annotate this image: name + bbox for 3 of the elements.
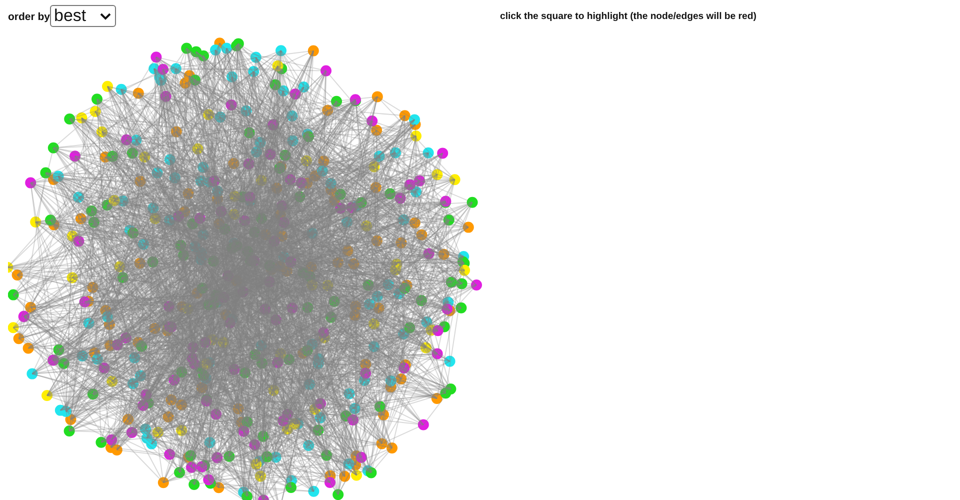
highlight-instruction: click the square to highlight (the node/edges will be red) xyxy=(500,11,756,22)
order-by-label: order by xyxy=(8,11,50,23)
order-select: best xyxy=(50,5,116,27)
